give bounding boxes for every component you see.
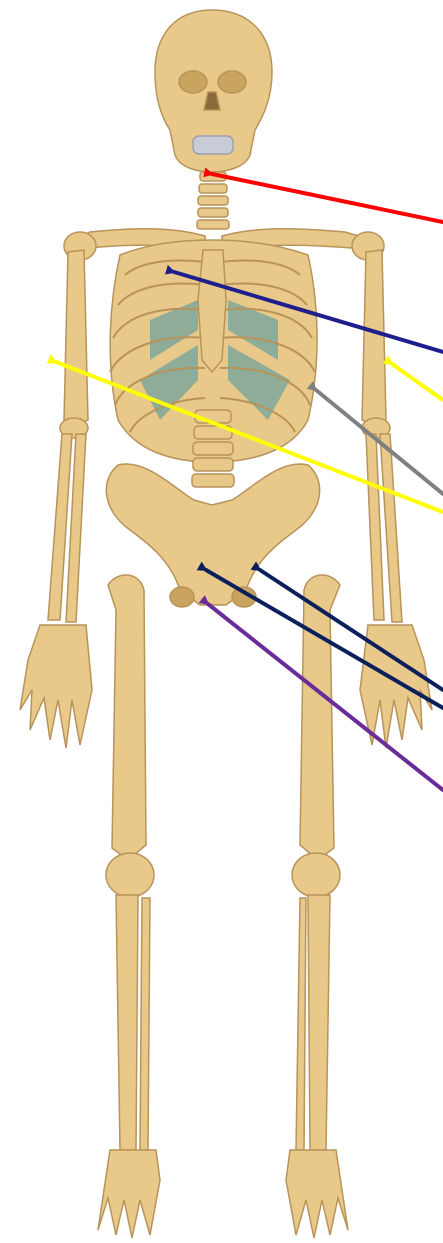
fibula-left <box>140 898 150 1150</box>
sternum <box>198 250 226 372</box>
foot-left <box>98 1150 160 1238</box>
jaw-arrow <box>212 174 443 222</box>
humerus-left <box>64 250 88 424</box>
tibia-left <box>116 895 138 1150</box>
jaw-teeth <box>193 136 233 154</box>
foot-right <box>286 1150 348 1238</box>
cervical-spine <box>197 172 229 229</box>
sacrum-arrow-right <box>260 570 443 690</box>
obturator-left <box>170 587 194 607</box>
fibula-right <box>296 898 306 1150</box>
tibia-right <box>308 895 330 1150</box>
eye-socket-right <box>218 71 246 93</box>
right-humerus-arrow <box>392 364 443 400</box>
knee-left <box>106 853 154 897</box>
eye-socket-left <box>179 71 207 93</box>
knee-right <box>292 853 340 897</box>
hand-left <box>20 625 92 748</box>
femur-left <box>108 575 146 860</box>
skeleton-bones <box>64 10 384 462</box>
humerus-right <box>362 250 386 424</box>
